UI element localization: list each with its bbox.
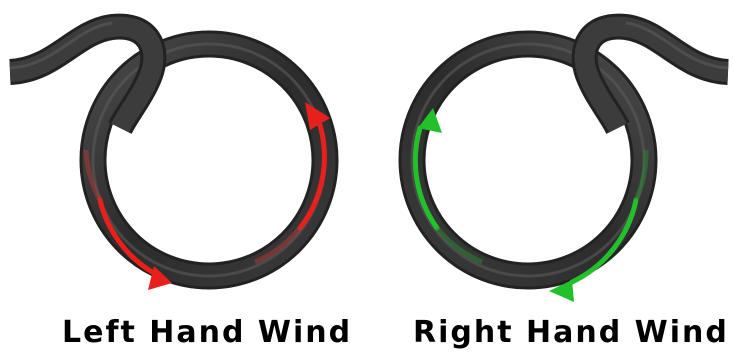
left-spring	[10, 23, 330, 290]
left-wind-arrows	[86, 102, 330, 290]
left-hand-wind-label: Left Hand Wind	[62, 318, 352, 348]
right-hand-wind-label: Right Hand Wind	[413, 318, 729, 348]
right-spring	[412, 23, 728, 302]
